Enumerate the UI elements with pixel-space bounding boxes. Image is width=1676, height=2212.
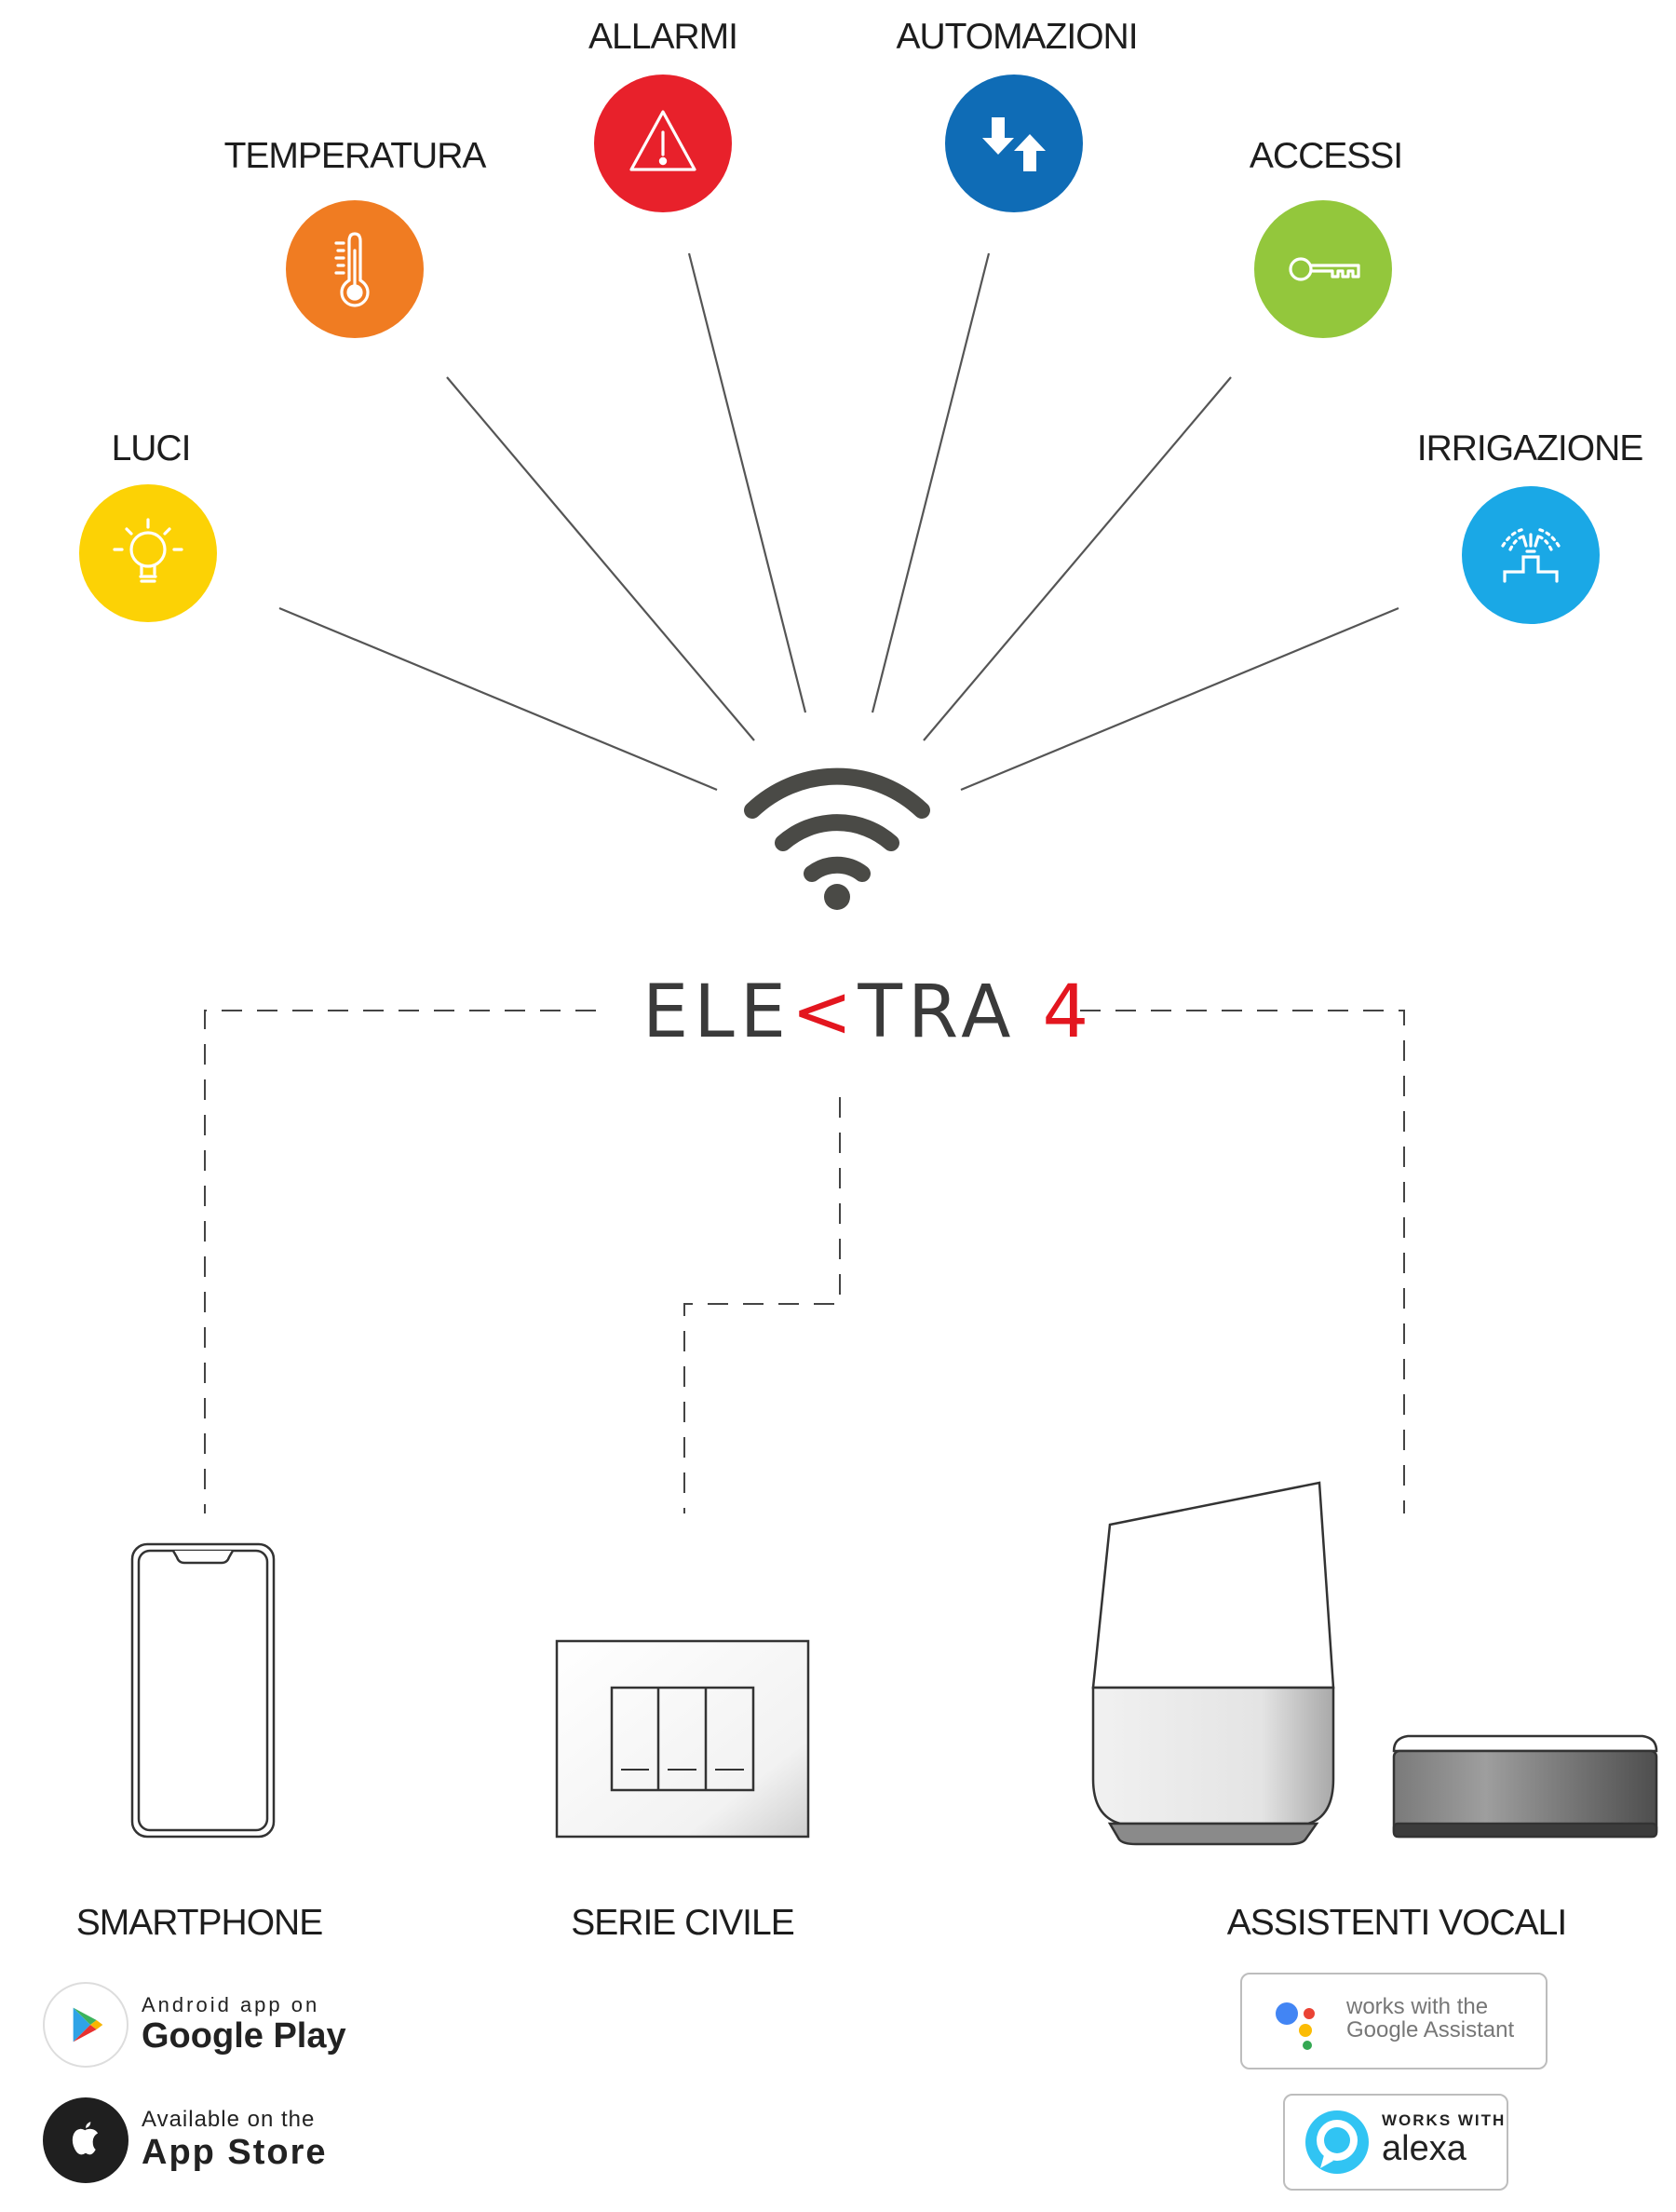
wifi-icon bbox=[744, 767, 930, 910]
label-temperatura: TEMPERATURA bbox=[223, 136, 487, 176]
logo-number: 4 bbox=[1042, 970, 1095, 1054]
lightbulb-icon bbox=[113, 518, 183, 583]
warning-icon bbox=[629, 110, 696, 171]
accessi-button[interactable] bbox=[1254, 200, 1392, 338]
smartphone-illustration bbox=[130, 1542, 276, 1839]
label-smartphone: SMARTPHONE bbox=[75, 1903, 323, 1943]
key-icon bbox=[1289, 257, 1360, 281]
alexa-line1: WORKS WITH bbox=[1382, 2111, 1507, 2129]
label-serie-civile: SERIE CIVILE bbox=[571, 1903, 794, 1943]
logo-prefix: ELE bbox=[642, 970, 792, 1054]
connector-serie-civile bbox=[683, 1097, 841, 1513]
app-store-line2: App Store bbox=[142, 2132, 328, 2172]
app-store-badge[interactable]: Available on the App Store bbox=[43, 2097, 328, 2183]
google-play-line2: Google Play bbox=[142, 2015, 346, 2056]
label-automazioni: AUTOMAZIONI bbox=[896, 17, 1138, 57]
irrigazione-button[interactable] bbox=[1462, 486, 1600, 624]
luci-button[interactable] bbox=[79, 484, 217, 622]
alexa-icon bbox=[1305, 2110, 1369, 2174]
echo-dot-illustration bbox=[1392, 1734, 1658, 1839]
line-luci bbox=[278, 606, 718, 792]
app-store-line1: Available on the bbox=[142, 2107, 316, 2133]
line-automazioni bbox=[871, 252, 991, 713]
line-temperatura bbox=[446, 376, 755, 741]
google-assistant-line1: works with the bbox=[1346, 1994, 1489, 2019]
alexa-line2: alexa bbox=[1382, 2128, 1466, 2168]
apple-icon bbox=[43, 2097, 128, 2183]
line-accessi bbox=[923, 376, 1232, 741]
label-assistenti-vocali: ASSISTENTI VOCALI bbox=[1226, 1903, 1567, 1943]
label-luci: LUCI bbox=[111, 428, 192, 468]
connector-smartphone bbox=[204, 1010, 596, 1513]
google-play-line1: Android app on bbox=[142, 1992, 320, 2016]
google-assistant-icon bbox=[1276, 2002, 1315, 2050]
label-accessi: ACCESSI bbox=[1249, 136, 1403, 176]
sprinkler-icon bbox=[1501, 527, 1561, 583]
logo-k: < bbox=[791, 970, 858, 1054]
google-play-icon bbox=[43, 1982, 128, 2068]
line-allarmi bbox=[687, 252, 807, 713]
google-home-illustration bbox=[1091, 1481, 1335, 1846]
google-assistant-line2: Google Assistant bbox=[1346, 2017, 1515, 2043]
alexa-badge[interactable]: WORKS WITH alexa bbox=[1283, 2094, 1508, 2191]
label-allarmi: ALLARMI bbox=[588, 17, 738, 57]
temperatura-button[interactable] bbox=[286, 200, 424, 338]
line-irrigazione bbox=[960, 606, 1399, 792]
automazioni-button[interactable] bbox=[945, 75, 1083, 212]
up-down-arrows-icon bbox=[982, 117, 1046, 171]
thermometer-icon bbox=[334, 232, 370, 307]
label-irrigazione: IRRIGAZIONE bbox=[1416, 428, 1644, 468]
wall-switch-illustration bbox=[555, 1639, 810, 1839]
connector-assistenti bbox=[1080, 1010, 1405, 1513]
logo-suffix: TRA bbox=[858, 970, 1017, 1054]
allarmi-button[interactable] bbox=[594, 75, 732, 212]
google-assistant-badge[interactable]: works with the Google Assistant bbox=[1240, 1973, 1548, 2070]
google-play-badge[interactable]: Android app on Google Play bbox=[43, 1982, 346, 2068]
elektra-logo: ELE<TRA 4 bbox=[642, 970, 1094, 1054]
